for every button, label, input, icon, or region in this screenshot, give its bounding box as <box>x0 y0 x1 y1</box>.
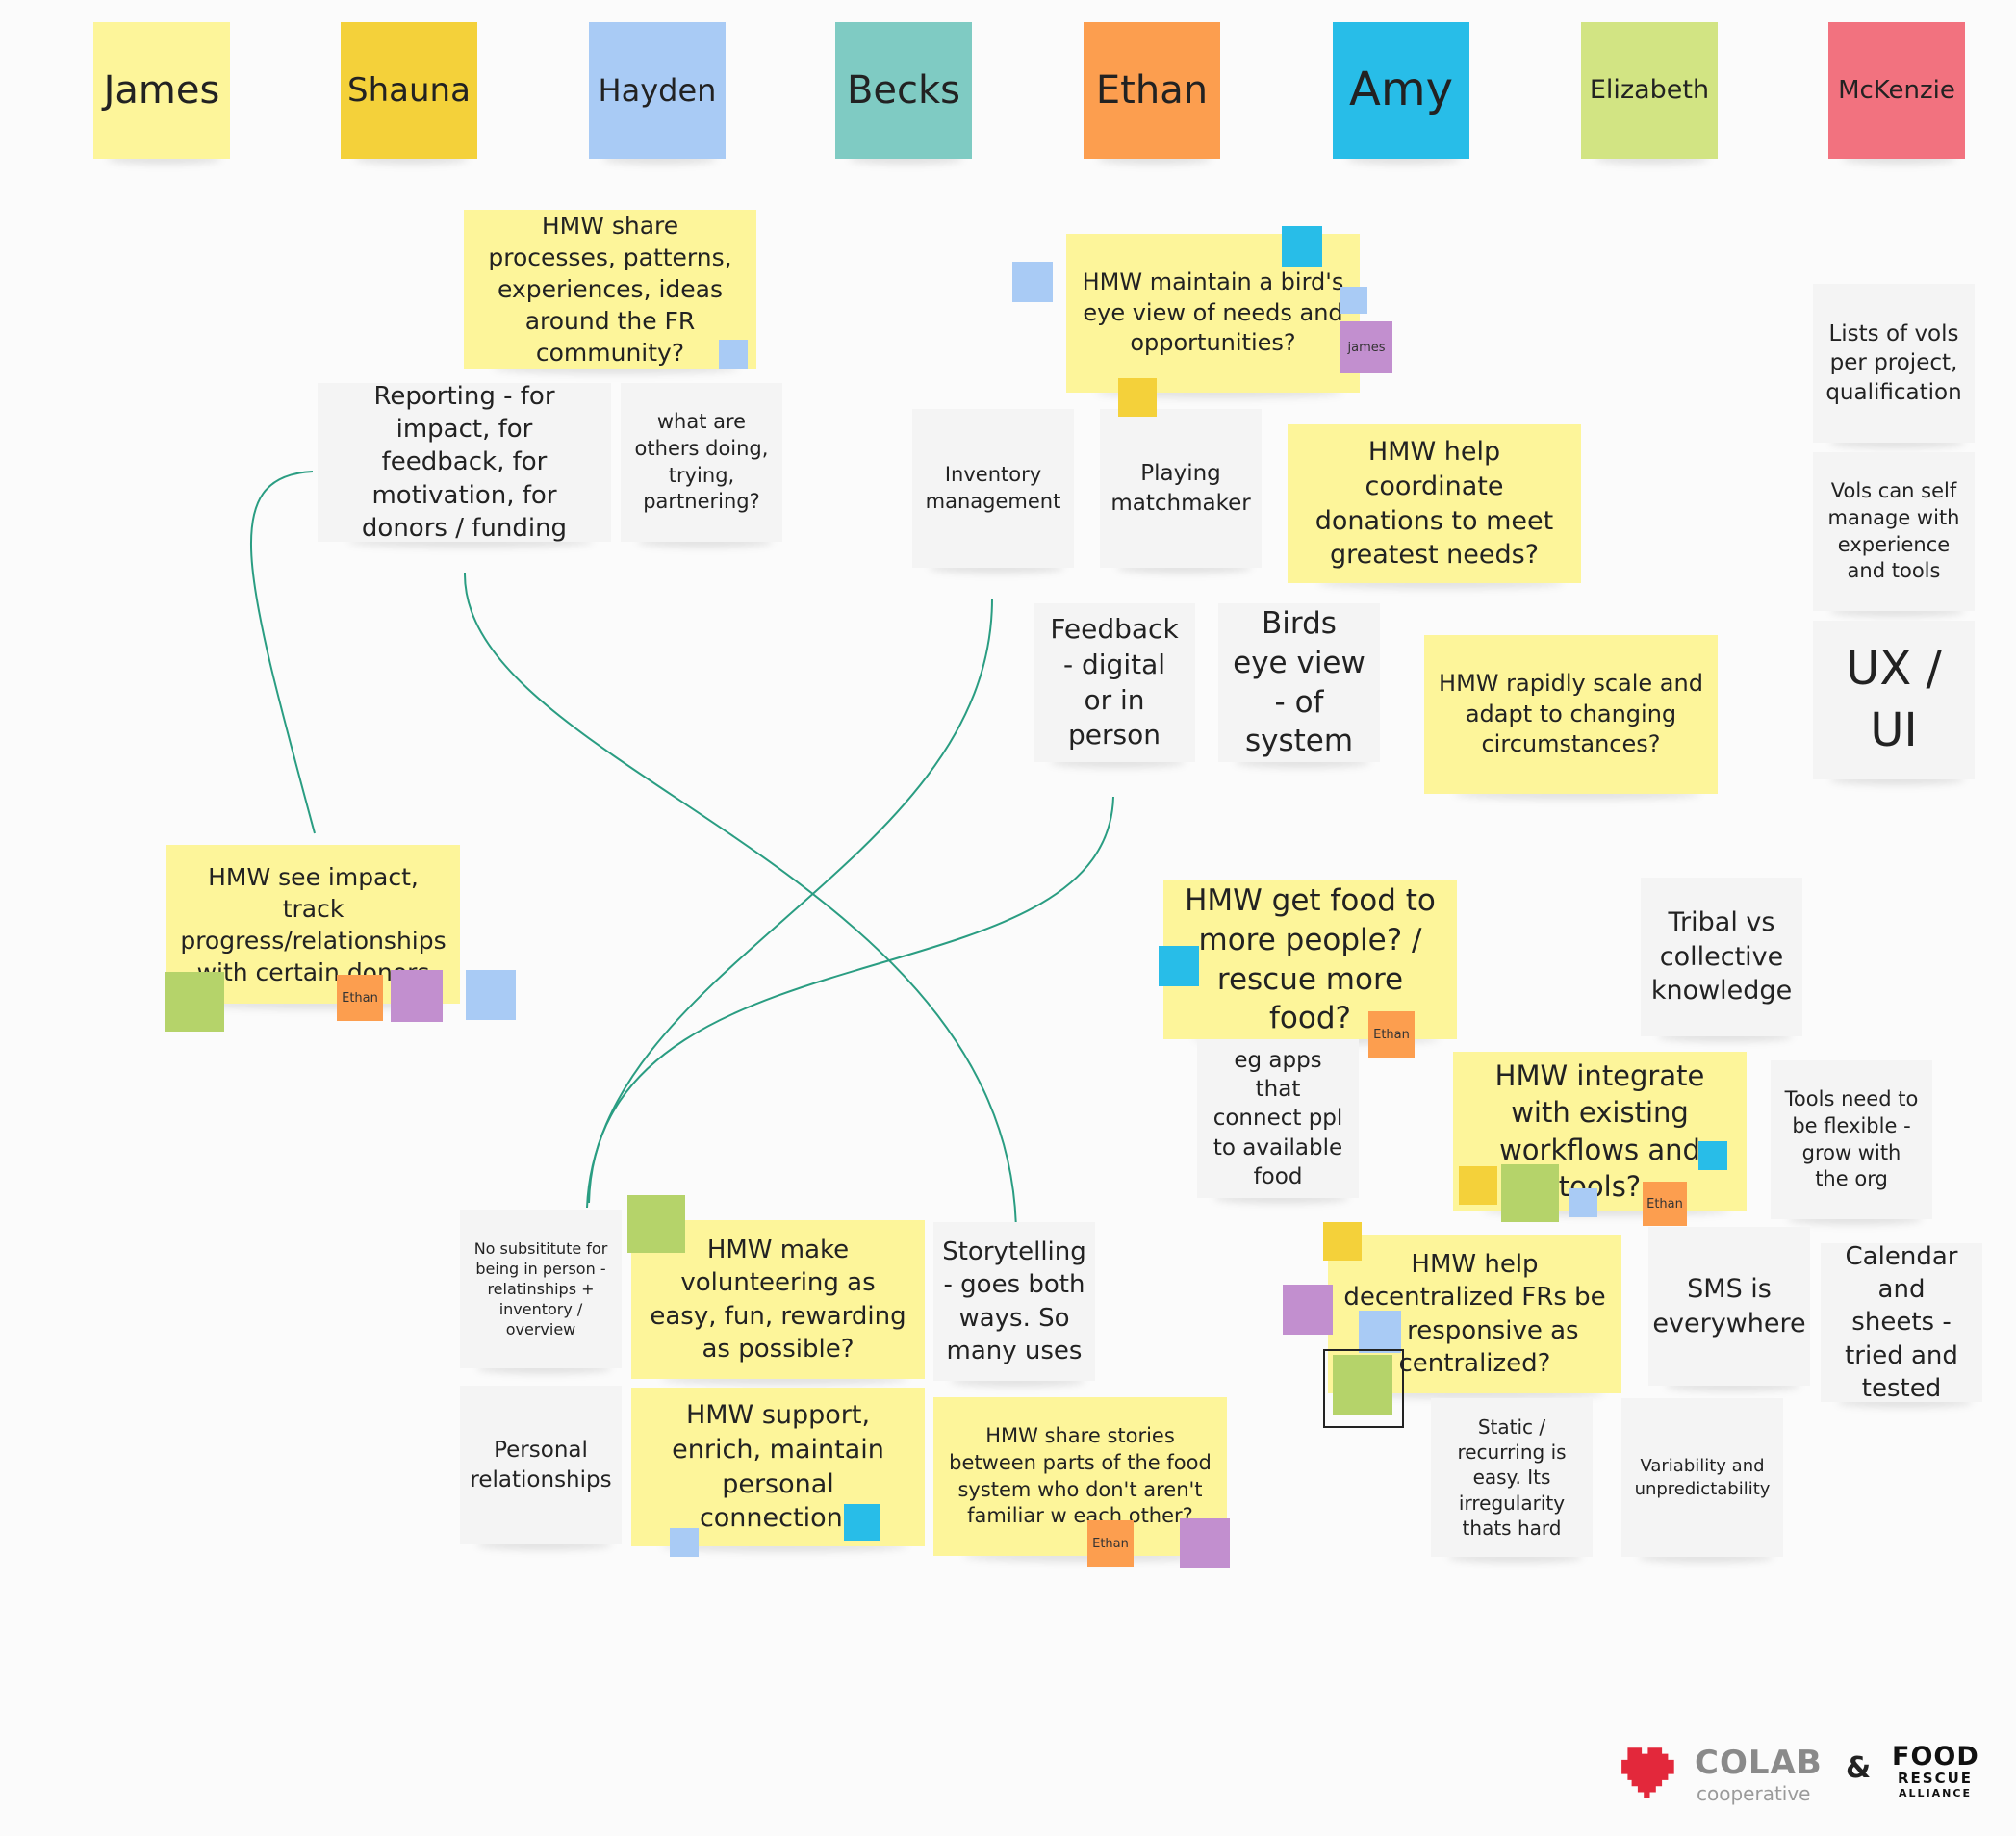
sticky-note[interactable]: Reporting - for impact, for feedback, fo… <box>318 382 611 543</box>
fra-line2: RESCUE <box>1897 1770 1974 1787</box>
vote-dot[interactable] <box>1180 1518 1230 1568</box>
connector-reporting-to-storytelling[interactable] <box>463 572 1017 1233</box>
fra-line3: ALLIANCE <box>1899 1787 1972 1799</box>
vote-dot[interactable] <box>1283 1285 1333 1335</box>
ampersand: & <box>1846 1751 1872 1785</box>
sticky-note[interactable]: HMW share processes, patterns, experienc… <box>464 210 756 369</box>
sticky-note[interactable]: Storytelling - goes both ways. So many u… <box>933 1222 1095 1381</box>
vote-dot[interactable] <box>1012 262 1053 302</box>
sticky-note[interactable]: Birds eye view - of system <box>1218 603 1380 762</box>
vote-dot[interactable] <box>1359 1311 1401 1353</box>
sticky-note[interactable]: HMW rapidly scale and adapt to changing … <box>1424 635 1718 794</box>
vote-dot[interactable] <box>1501 1164 1559 1222</box>
header-note-shauna[interactable]: Shauna <box>341 22 477 159</box>
sticky-note[interactable]: HMW get food to more people? / rescue mo… <box>1163 880 1457 1039</box>
sticky-note[interactable]: Calendar and sheets - tried and tested <box>1821 1242 1982 1403</box>
sticky-note[interactable]: Inventory management <box>912 409 1074 568</box>
sticky-note[interactable]: UX / UI <box>1813 621 1975 779</box>
header-note-james[interactable]: James <box>93 22 230 159</box>
vote-dot[interactable]: james <box>1340 321 1392 373</box>
sticky-note[interactable]: Feedback - digital or in person <box>1034 603 1195 762</box>
sticky-note[interactable]: HMW share stories between parts of the f… <box>933 1397 1227 1556</box>
vote-dot[interactable] <box>1282 226 1322 267</box>
sticky-note[interactable]: No subsititute for being in person - rel… <box>460 1210 622 1368</box>
selection-box[interactable] <box>1323 1349 1404 1428</box>
vote-dot[interactable] <box>1340 287 1367 314</box>
sticky-note[interactable]: SMS is everywhere <box>1648 1227 1810 1386</box>
vote-dot[interactable] <box>1118 378 1157 417</box>
colab-heart-icon <box>1621 1747 1674 1798</box>
colab-name: COLAB <box>1695 1744 1823 1782</box>
vote-dot[interactable] <box>627 1195 685 1253</box>
sticky-note[interactable]: Tools need to be flexible - grow with th… <box>1771 1060 1932 1219</box>
fra-logo: FOOD RESCUE ALLIANCE <box>1892 1744 1978 1798</box>
connector-feedback-to-nosubstitute[interactable] <box>588 796 1114 1204</box>
sticky-note[interactable]: Tribal vs collective knowledge <box>1641 878 1802 1036</box>
vote-dot[interactable]: Ethan <box>337 975 383 1021</box>
vote-dot[interactable]: Ethan <box>1087 1520 1134 1567</box>
vote-dot[interactable] <box>1459 1166 1497 1205</box>
vote-dot[interactable] <box>1323 1222 1362 1261</box>
header-note-hayden[interactable]: Hayden <box>589 22 726 159</box>
sticky-note[interactable]: Static / recurring is easy. Its irregula… <box>1431 1398 1593 1557</box>
vote-dot[interactable] <box>1698 1141 1727 1170</box>
sticky-note[interactable]: eg apps that connect ppl to available fo… <box>1197 1039 1359 1198</box>
header-note-elizabeth[interactable]: Elizabeth <box>1581 22 1718 159</box>
vote-dot[interactable]: Ethan <box>1643 1182 1687 1226</box>
header-note-ethan[interactable]: Ethan <box>1084 22 1220 159</box>
header-note-mckenzie[interactable]: McKenzie <box>1828 22 1965 159</box>
sticky-note[interactable]: Lists of vols per project, qualification <box>1813 284 1975 443</box>
vote-dot[interactable] <box>719 340 748 369</box>
footer-logos: COLAB cooperative & FOOD RESCUE ALLIANCE <box>1620 1742 1985 1811</box>
vote-dot[interactable] <box>165 972 224 1032</box>
sticky-note[interactable]: HMW help coordinate donations to meet gr… <box>1288 424 1581 583</box>
vote-dot[interactable] <box>391 970 443 1022</box>
sticky-note[interactable]: Variability and unpredictability <box>1621 1398 1783 1557</box>
colab-subtitle: cooperative <box>1697 1782 1811 1805</box>
vote-dot[interactable] <box>466 970 516 1020</box>
header-note-amy[interactable]: Amy <box>1333 22 1469 159</box>
sticky-note[interactable]: HMW support, enrich, maintain personal c… <box>631 1388 925 1546</box>
sticky-note[interactable]: what are others doing, trying, partnerin… <box>621 383 782 542</box>
sticky-note[interactable]: Vols can self manage with experience and… <box>1813 452 1975 611</box>
connector-inventory-to-nosubstitute[interactable] <box>586 598 993 1209</box>
vote-dot[interactable] <box>670 1528 699 1557</box>
sticky-note[interactable]: Personal relationships <box>460 1386 622 1544</box>
sticky-note[interactable]: Playing matchmaker <box>1100 409 1262 568</box>
fra-line1: FOOD <box>1892 1742 1979 1772</box>
vote-dot[interactable] <box>1569 1188 1597 1217</box>
header-note-becks[interactable]: Becks <box>835 22 972 159</box>
vote-dot[interactable]: Ethan <box>1368 1011 1415 1058</box>
connector-reporting-to-impact[interactable] <box>250 471 316 834</box>
vote-dot[interactable] <box>844 1504 880 1541</box>
vote-dot[interactable] <box>1159 946 1199 986</box>
vote-dot[interactable] <box>1333 1355 1392 1415</box>
